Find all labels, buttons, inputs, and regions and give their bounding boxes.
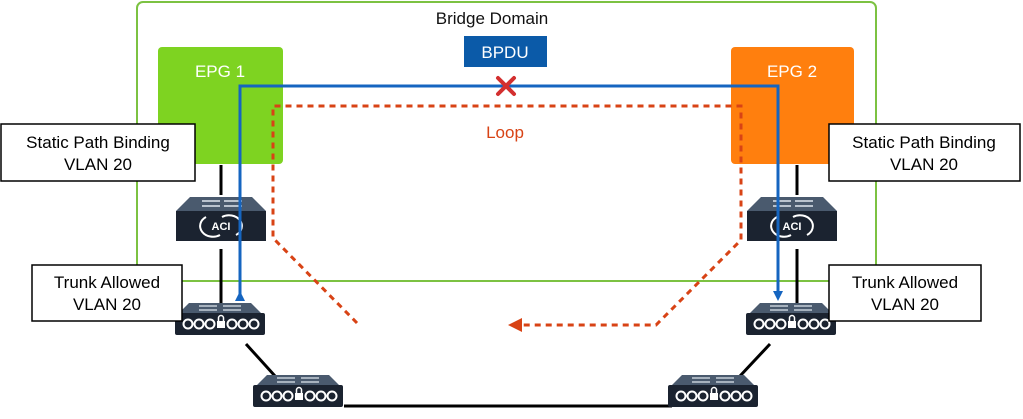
trunk-left-line2: VLAN 20	[73, 295, 141, 314]
loop-label: Loop	[486, 123, 524, 142]
bpdu-box	[464, 36, 547, 67]
aci-leaf-switch-icon-right[interactable]	[746, 196, 838, 242]
static-path-callout-left: Static Path Binding VLAN 20	[0, 123, 196, 182]
static-path-left-line2: VLAN 20	[64, 155, 132, 174]
static-path-callout-right: Static Path Binding VLAN 20	[828, 123, 1021, 182]
trunk-left-line1: Trunk Allowed	[54, 273, 160, 292]
bridge-domain-label: Bridge Domain	[436, 9, 548, 28]
aci-leaf-switch-icon-left[interactable]	[175, 196, 267, 242]
x-mark-icon	[496, 76, 516, 96]
epg-2-label: EPG 2	[767, 62, 817, 81]
trunk-callout-left: Trunk Allowed VLAN 20	[31, 264, 183, 322]
epg-1-label: EPG 1	[195, 62, 245, 81]
access-switch-icon-right-lower[interactable]	[667, 374, 759, 408]
static-path-right-line2: VLAN 20	[890, 155, 958, 174]
physical-links	[219, 165, 799, 408]
static-path-right-line1: Static Path Binding	[852, 133, 996, 152]
access-switch-icon-left-lower[interactable]	[252, 374, 344, 408]
epg-2-box[interactable]	[731, 47, 854, 164]
access-switch-icon-left-upper[interactable]	[174, 302, 266, 336]
static-path-left-line1: Static Path Binding	[26, 133, 170, 152]
bpdu-path-line	[235, 84, 783, 301]
trunk-right-line1: Trunk Allowed	[852, 273, 958, 292]
loop-path-line	[271, 104, 743, 332]
access-switch-icon-right-upper[interactable]	[745, 302, 837, 336]
trunk-right-line2: VLAN 20	[871, 295, 939, 314]
bpdu-label: BPDU	[481, 43, 528, 62]
trunk-callout-right: Trunk Allowed VLAN 20	[828, 264, 982, 322]
